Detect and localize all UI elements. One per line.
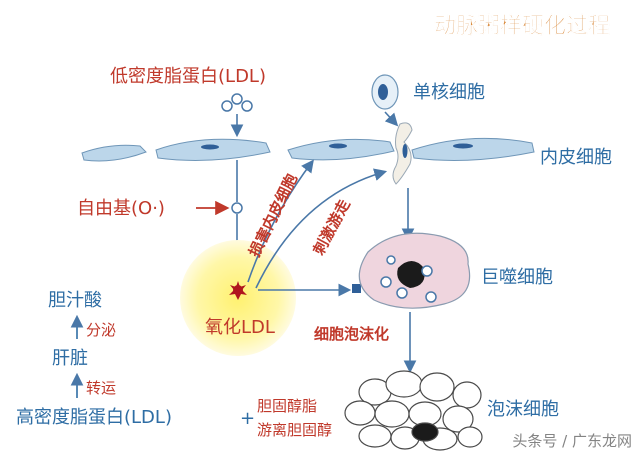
monocyte-cell bbox=[371, 74, 399, 110]
free-cholesterol-label: 游离胆固醇 bbox=[257, 421, 332, 439]
hdl-label: 高密度脂蛋白(LDL) bbox=[16, 407, 172, 428]
ldl-particles bbox=[221, 93, 253, 112]
watermark: 头条号 / 广东龙网 bbox=[512, 432, 632, 450]
macrophage-cell bbox=[358, 232, 471, 309]
foam-cell-label: 泡沫细胞 bbox=[487, 399, 559, 420]
plus-sign: + bbox=[240, 408, 255, 429]
foam-process-label: 细胞泡沫化 bbox=[314, 325, 389, 343]
stimulate-label: 刺激游走 bbox=[310, 196, 354, 257]
damage-arrow bbox=[247, 159, 314, 283]
ldl-label: 低密度脂蛋白(LDL) bbox=[110, 66, 266, 87]
ldl-particle-oxidizing bbox=[231, 202, 243, 214]
monocyte-label: 单核细胞 bbox=[413, 82, 485, 103]
secretion-label: 分泌 bbox=[86, 321, 116, 339]
endothelial-label: 内皮细胞 bbox=[540, 147, 612, 168]
migrating-monocyte bbox=[392, 122, 413, 185]
bile-acid-label: 胆汁酸 bbox=[48, 290, 102, 311]
oxidized-ldl-particle bbox=[229, 281, 247, 300]
endothelial-layer bbox=[81, 137, 535, 162]
ldl-uptake-marker bbox=[352, 284, 361, 293]
liver-label: 肝脏 bbox=[52, 348, 88, 369]
free-radical-label: 自由基(O·) bbox=[77, 198, 165, 219]
monocyte-down-arrow bbox=[384, 111, 399, 127]
foam-cell bbox=[344, 370, 483, 451]
cholesterol-ester-label: 胆固醇脂 bbox=[257, 397, 317, 415]
endothelial-nuclei bbox=[201, 143, 473, 150]
diagram-title: 动脉粥样硬化过程 bbox=[434, 13, 610, 39]
macrophage-label: 巨噬细胞 bbox=[481, 267, 553, 288]
damage-label: 损害内皮细胞 bbox=[245, 171, 301, 260]
stimulate-arrow bbox=[255, 168, 388, 289]
oxidized-ldl-label: 氧化LDL bbox=[205, 317, 275, 338]
transport-label: 转运 bbox=[86, 379, 116, 397]
